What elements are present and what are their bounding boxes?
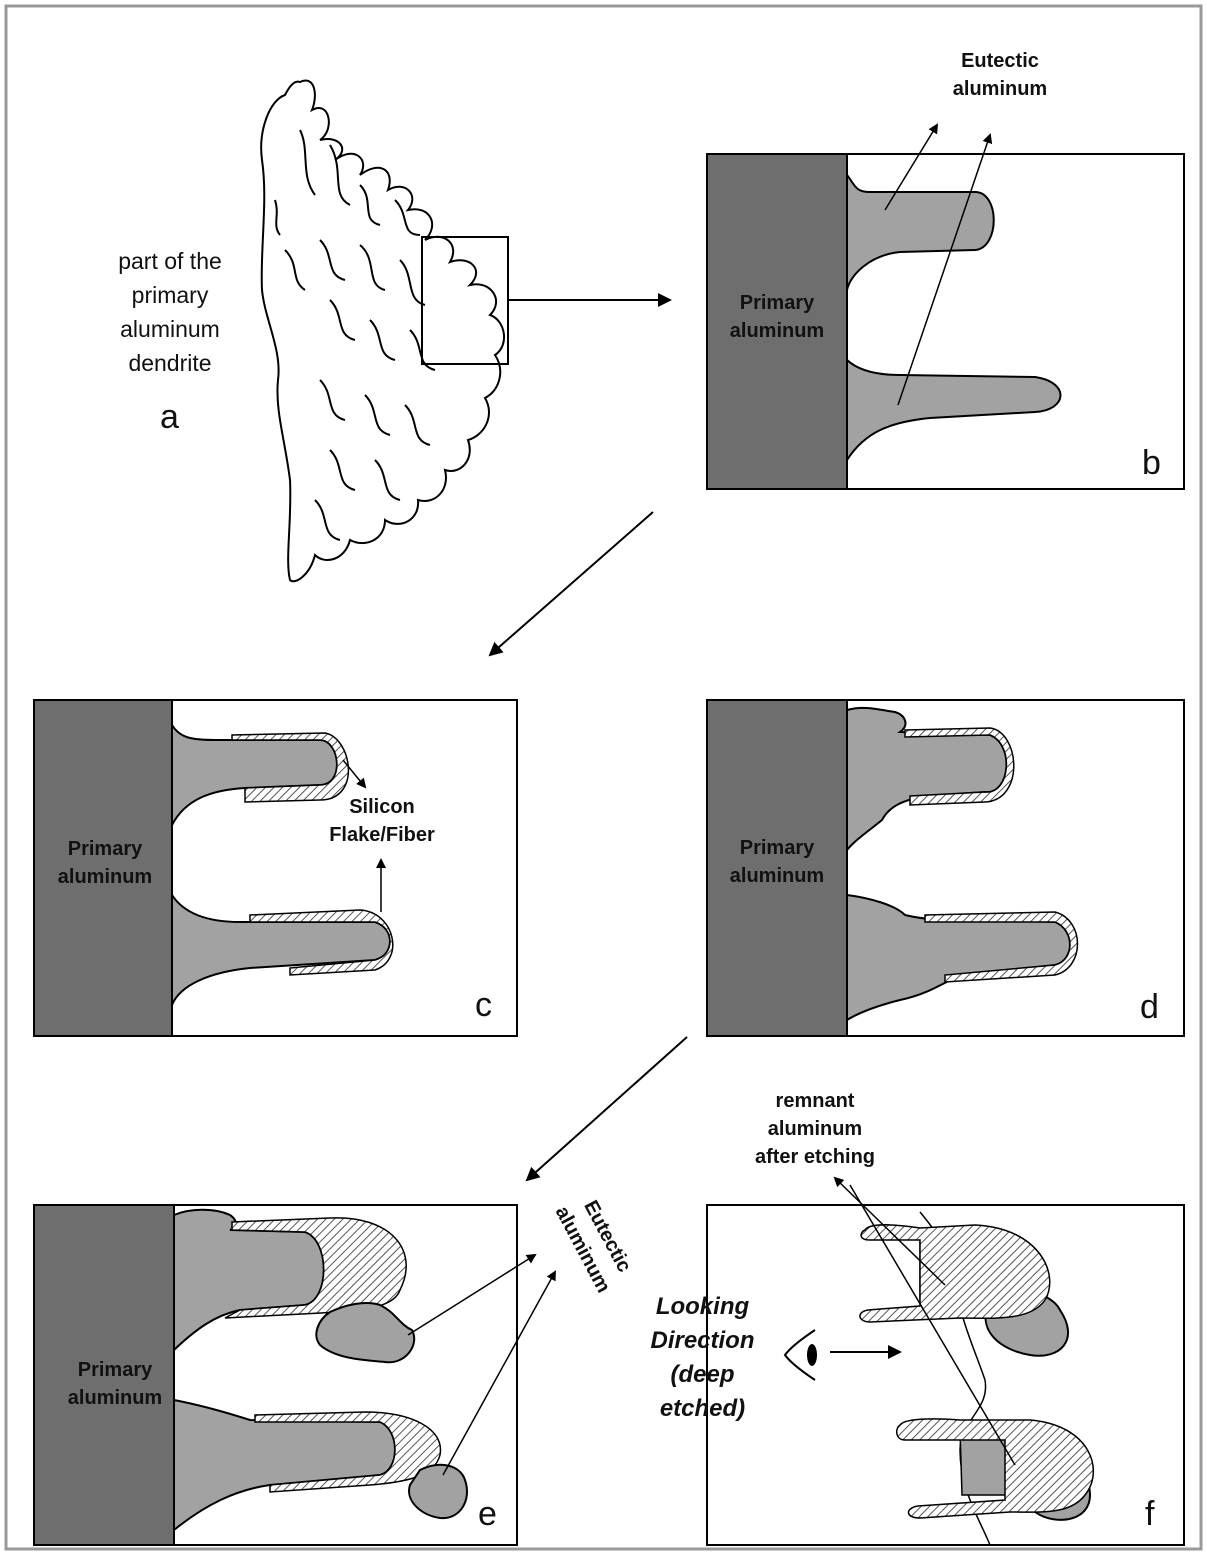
- label-line: aluminum: [710, 862, 844, 890]
- label-line: Silicon: [312, 793, 452, 821]
- panel-letter-c: c: [475, 988, 492, 1022]
- b-to-c-arrow: [490, 512, 653, 655]
- label-line: Primary: [710, 834, 844, 862]
- label-line: aluminum: [710, 317, 844, 345]
- caption-line: part of the: [90, 244, 250, 278]
- label-silicon: Silicon Flake/Fiber: [312, 793, 452, 849]
- label-line: aluminum: [740, 1115, 890, 1143]
- dendrite-caption: part of the primary aluminum dendrite: [90, 244, 250, 380]
- label-primary-b: Primary aluminum: [710, 289, 844, 345]
- panel-letter-b: b: [1142, 446, 1161, 480]
- panel-f: [707, 1178, 1184, 1545]
- label-line: aluminum: [50, 1384, 180, 1412]
- label-line: Looking: [635, 1290, 770, 1324]
- label-primary-c: Primary aluminum: [40, 835, 170, 891]
- d-to-e-arrow: [527, 1037, 687, 1180]
- panel-letter-d: d: [1140, 990, 1159, 1024]
- caption-line: dendrite: [90, 346, 250, 380]
- label-looking-direction: Looking Direction (deep etched): [635, 1290, 770, 1426]
- caption-line: aluminum: [90, 312, 250, 346]
- label-remnant: remnant aluminum after etching: [740, 1087, 890, 1171]
- label-line: Primary: [50, 1356, 180, 1384]
- label-primary-e: Primary aluminum: [50, 1356, 180, 1412]
- label-line: etched): [635, 1392, 770, 1426]
- panel-letter-f: f: [1145, 1497, 1154, 1531]
- label-line: Primary: [710, 289, 844, 317]
- label-line: (deep: [635, 1358, 770, 1392]
- dendrite-sketch: [261, 81, 504, 582]
- label-line: after etching: [740, 1143, 890, 1171]
- label-line: aluminum: [40, 863, 170, 891]
- label-line: Eutectic: [935, 47, 1065, 75]
- label-line: Flake/Fiber: [312, 821, 452, 849]
- label-line: remnant: [740, 1087, 890, 1115]
- label-line: Direction: [635, 1324, 770, 1358]
- panel-letter-e: e: [478, 1497, 497, 1531]
- caption-line: primary: [90, 278, 250, 312]
- label-line: aluminum: [935, 75, 1065, 103]
- label-line: Primary: [40, 835, 170, 863]
- label-primary-d: Primary aluminum: [710, 834, 844, 890]
- panel-letter-a: a: [160, 400, 179, 434]
- label-eutectic-b: Eutectic aluminum: [935, 47, 1065, 103]
